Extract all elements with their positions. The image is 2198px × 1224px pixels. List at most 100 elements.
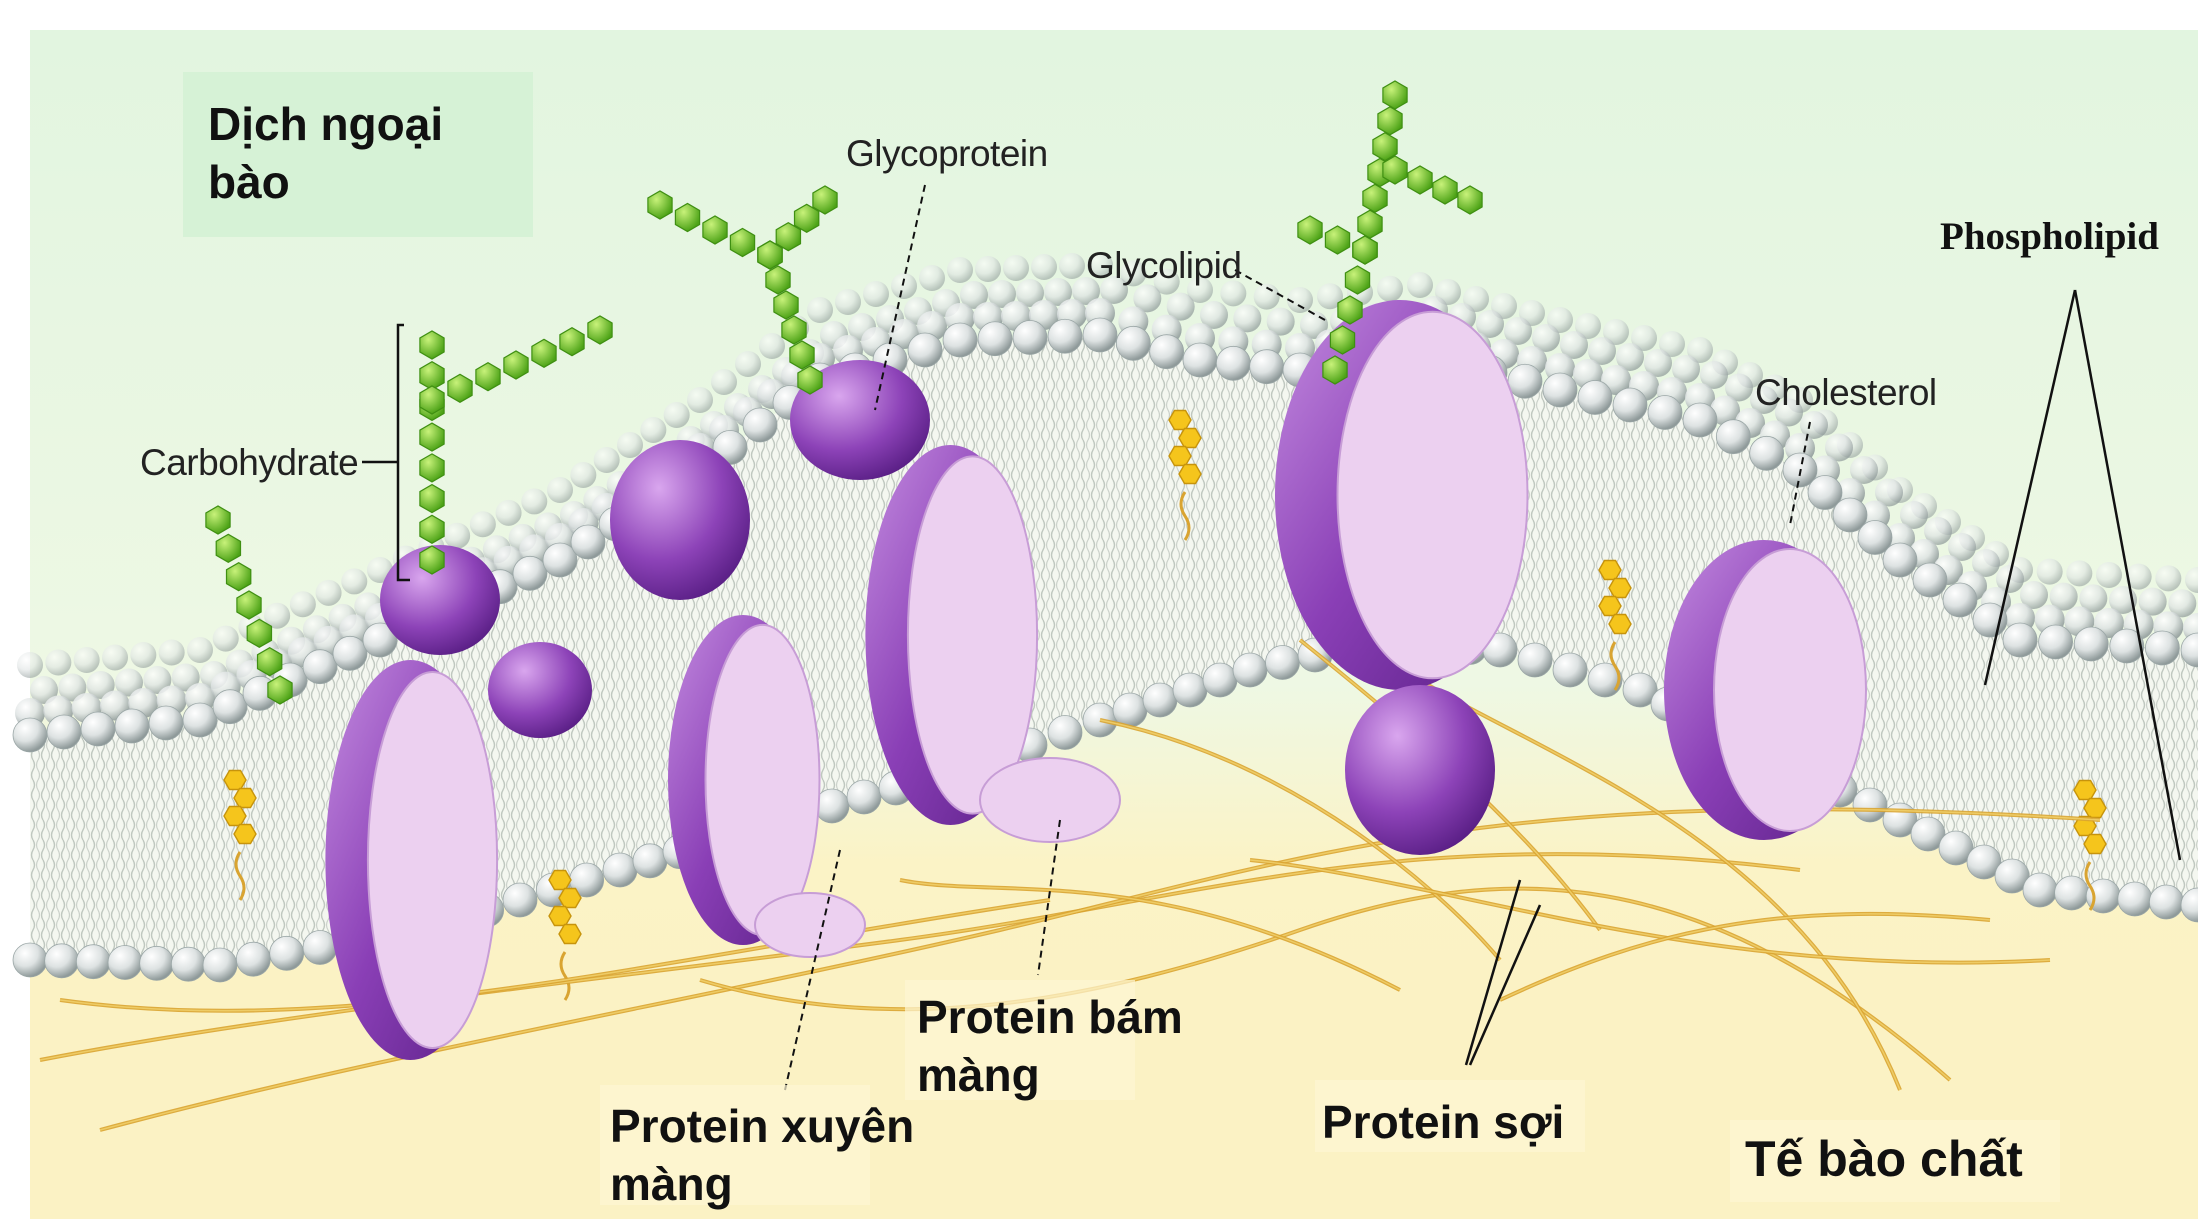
phospholipid-head — [908, 333, 942, 367]
phospholipid-head-back — [470, 511, 496, 537]
phospholipid-head — [333, 636, 367, 670]
phospholipid-head-back — [835, 289, 861, 315]
phospholipid-head — [76, 945, 110, 979]
phospholipid-head — [270, 936, 304, 970]
phospholipid-head-back — [759, 333, 785, 359]
phospholipid-head-back — [290, 591, 316, 617]
phospholipid-head-back — [159, 640, 185, 666]
phospholipid-head — [503, 883, 537, 917]
phospholipid-head-back — [130, 642, 156, 668]
phospholipid-head-back — [617, 432, 643, 458]
phospholipid-head — [13, 718, 47, 752]
phospholipid-head-back — [2096, 562, 2122, 588]
phospholipid-head-back — [2037, 559, 2063, 585]
phospholipid-head-back — [863, 281, 889, 307]
phospholipid-head — [1613, 388, 1647, 422]
phospholipid-label: Phospholipid — [1940, 214, 2159, 259]
transmembrane-protein — [325, 660, 497, 1060]
phospholipid-head — [13, 943, 47, 977]
phospholipid-head-back — [341, 568, 367, 594]
phospholipid-head — [1203, 663, 1237, 697]
phospholipid-head-back — [640, 417, 666, 443]
phospholipid-head — [943, 323, 977, 357]
phospholipid-head — [513, 556, 547, 590]
phospholipid-head — [303, 650, 337, 684]
fibrous-protein-label: Protein sợi — [1322, 1093, 1564, 1151]
phospholipid-head — [1048, 716, 1082, 750]
phospholipid-head-back — [1003, 255, 1029, 281]
phospholipid-head — [183, 703, 217, 737]
phospholipid-head-back — [1031, 254, 1057, 280]
phospholipid-head-back — [687, 387, 713, 413]
phospholipid-head — [1648, 396, 1682, 430]
phospholipid-head — [2145, 631, 2179, 665]
phospholipid-head — [2074, 627, 2108, 661]
phospholipid-head — [1543, 373, 1577, 407]
phospholipid-head — [1683, 403, 1717, 437]
globular-protein — [1345, 685, 1495, 855]
phospholipid-head — [1716, 420, 1750, 454]
phospholipid-head-back — [444, 523, 470, 549]
phospholipid-head — [213, 690, 247, 724]
phospholipid-head — [115, 709, 149, 743]
phospholipid-head — [1508, 364, 1542, 398]
phospholipid-head — [1143, 683, 1177, 717]
phospholipid-head — [1183, 343, 1217, 377]
phospholipid-head — [2149, 885, 2183, 919]
phospholipid-head-back — [594, 447, 620, 473]
peripheral-protein — [755, 893, 865, 957]
phospholipid-head — [847, 780, 881, 814]
phospholipid-head — [1943, 583, 1977, 617]
phospholipid-head-back — [891, 273, 917, 299]
phospholipid-head — [1266, 646, 1300, 680]
phospholipid-head — [203, 948, 237, 982]
phospholipid-head-back — [735, 351, 761, 377]
phospholipid-head — [1913, 563, 1947, 597]
phospholipid-head-back — [919, 265, 945, 291]
phospholipid-head — [149, 706, 183, 740]
phospholipid-head-back — [570, 462, 596, 488]
glycoprotein-label: Glycoprotein — [846, 133, 1048, 175]
phospholipid-head-back — [1059, 253, 1085, 279]
transmembrane-protein-label: Protein xuyên màng — [610, 1097, 914, 1213]
phospholipid-head-back — [947, 257, 973, 283]
globular-protein — [610, 440, 750, 600]
phospholipid-head — [1883, 543, 1917, 577]
phospholipid-head-back — [975, 256, 1001, 282]
phospholipid-head-back — [521, 488, 547, 514]
phospholipid-head-back — [316, 580, 342, 606]
phospholipid-head — [1578, 381, 1612, 415]
phospholipid-head — [2118, 882, 2152, 916]
phospholipid-head — [47, 715, 81, 749]
phospholipid-head — [2023, 873, 2057, 907]
phospholipid-head — [603, 853, 637, 887]
phospholipid-head — [1853, 788, 1887, 822]
transmembrane-protein — [1664, 540, 1866, 840]
carbohydrate-label: Carbohydrate — [140, 442, 358, 484]
phospholipid-head-back — [2066, 560, 2092, 586]
phospholipid-head — [1250, 350, 1284, 384]
cholesterol-label: Cholesterol — [1755, 372, 1937, 414]
cytoplasm-label: Tế bào chất — [1745, 1128, 2023, 1190]
phospholipid-head — [2055, 876, 2089, 910]
phospholipid-head — [171, 947, 205, 981]
phospholipid-head-back — [74, 647, 100, 673]
phospholipid-head — [743, 408, 777, 442]
phospholipid-head — [978, 322, 1012, 356]
phospholipid-head-back — [547, 477, 573, 503]
phospholipid-head — [1116, 326, 1150, 360]
phospholipid-head-back — [1377, 276, 1403, 302]
globular-protein — [488, 642, 592, 738]
phospholipid-head — [108, 946, 142, 980]
phospholipid-head-back — [45, 650, 71, 676]
phospholipid-head — [236, 942, 270, 976]
phospholipid-head-back — [187, 637, 213, 663]
phospholipid-head — [1150, 335, 1184, 369]
phospholipid-head-back — [102, 645, 128, 671]
phospholipid-head-back — [213, 626, 239, 652]
phospholipid-head — [1518, 643, 1552, 677]
extracellular-label: Dịch ngoại bào — [208, 95, 443, 211]
phospholipid-head — [2003, 623, 2037, 657]
phospholipid-head — [45, 944, 79, 978]
phospholipid-head — [2039, 625, 2073, 659]
